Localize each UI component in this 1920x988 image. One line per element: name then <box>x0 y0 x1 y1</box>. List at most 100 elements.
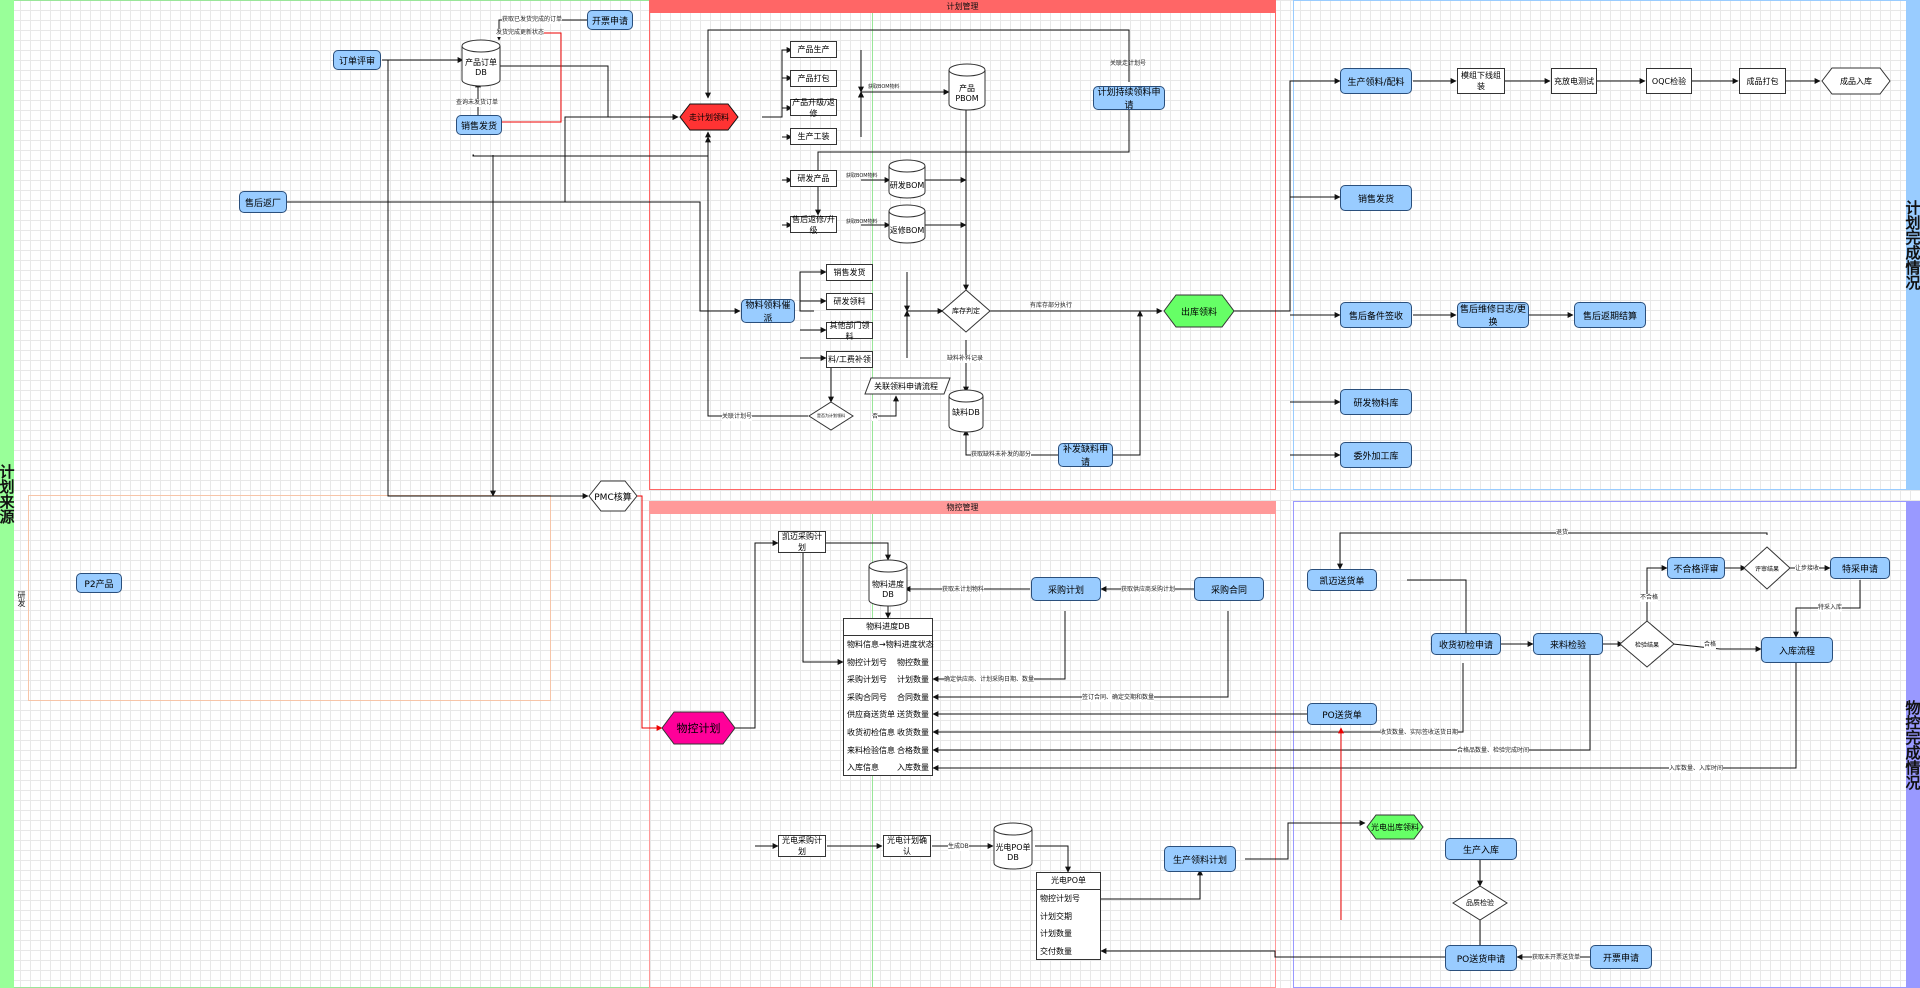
material-progress-qty: 物控数量 <box>897 657 929 667</box>
special-apply-button[interactable]: 特采申请 <box>1830 557 1890 579</box>
material-progress-db-line1: 物料进度 <box>872 580 904 589</box>
material-progress-field: 入库信息 <box>847 763 879 773</box>
dev-store-button[interactable]: 研发物料库 <box>1340 389 1412 415</box>
material-progress-field: 采购合同号 <box>847 692 887 702</box>
material-plan-shape[interactable]: 物控计划 <box>676 722 721 735</box>
ql-purchase-box[interactable]: 凯迈采购计划 <box>778 531 826 553</box>
pick-dispatch-button[interactable]: 物料领料催派 <box>741 299 795 324</box>
pmc-calc-shape[interactable]: PMC核算 <box>594 492 632 503</box>
dev-product-box[interactable]: 研发产品 <box>790 170 837 187</box>
outsource-button[interactable]: 委外加工库 <box>1340 442 1412 468</box>
label-gen-db: 生成DB <box>948 843 969 851</box>
lane-dev <box>28 495 551 701</box>
sales-ship-left-button[interactable]: 销售发货 <box>456 115 502 135</box>
material-progress-qty: 计划数量 <box>897 675 929 685</box>
issue-pick-shape[interactable]: 出库领料 <box>1180 307 1217 318</box>
after-sales-return-button[interactable]: 售后返厂 <box>239 191 287 213</box>
material-progress-field: 来料检验信息 <box>847 745 895 755</box>
labor-supp-box[interactable]: 料/工费补领 <box>826 351 873 368</box>
review-result-diamond: 评审结果 <box>1754 565 1779 573</box>
after-settle-button[interactable]: 售后返期结算 <box>1574 302 1646 328</box>
label-confirm-supplier: 确定供应商、计划采购日期、数量 <box>944 676 1035 684</box>
prod-make-box[interactable]: 产品生产 <box>790 41 837 58</box>
gd-out-shape[interactable]: 光电出库领料 <box>1371 822 1419 832</box>
purchase-contract-button[interactable]: 采购合同 <box>1194 577 1264 601</box>
lane-plan-source-title: 计划来源 <box>0 464 16 524</box>
material-progress-row: 供应商送货单送货数量 <box>844 706 932 724</box>
after-receive-button[interactable]: 售后备件签收 <box>1340 302 1412 328</box>
prod-upgrade-box[interactable]: 产品升级/返修 <box>790 98 837 118</box>
charge-test-box[interactable]: 充放电测试 <box>1551 68 1597 94</box>
material-progress-row: 物控计划号物控数量 <box>844 654 932 672</box>
ql-delivery-button[interactable]: 凯迈送货单 <box>1307 569 1377 591</box>
sales-ship-right-button[interactable]: 销售发货 <box>1340 185 1412 211</box>
gd-po-row: 物控计划号 <box>1040 894 1080 903</box>
link-flow-parallelogram[interactable]: 关联领料申请流程 <box>874 381 938 391</box>
po-delivery-left-button[interactable]: PO送货单 <box>1307 703 1377 725</box>
gd-po-db-line2: DB <box>1007 853 1019 862</box>
label-bom-c: 获取BOM物料 <box>846 219 878 225</box>
label-shortage-note: 缺料补料记录 <box>947 355 984 363</box>
stock-judge-diamond: 库存判定 <box>952 307 980 315</box>
after-upgrade-box[interactable]: 售后返修/升级 <box>790 215 837 235</box>
order-db-line2: DB <box>475 68 487 77</box>
plan-material-req-button[interactable]: 计划持续领料申请 <box>1093 86 1165 111</box>
prod-pack-box[interactable]: 产品打包 <box>790 70 837 87</box>
sales-ship-mid-box[interactable]: 销售发货 <box>826 264 873 281</box>
label-query-unshipped: 查询未发货订单 <box>456 99 499 107</box>
gd-purchase-box[interactable]: 光电采购计划 <box>778 835 826 857</box>
label-special-in: 特采入库 <box>1818 604 1843 612</box>
p2-product-button[interactable]: P2产品 <box>76 573 122 593</box>
purchase-plan-button[interactable]: 采购计划 <box>1031 577 1101 601</box>
line-assembly-box[interactable]: 模组下线组装 <box>1457 68 1505 94</box>
material-progress-field: 采购计划号 <box>847 675 887 685</box>
label-link-plan-top: 关联走计划号 <box>1110 60 1147 67</box>
incoming-inspect-button[interactable]: 来料检验 <box>1533 633 1603 655</box>
material-progress-row: 入库信息入库数量 <box>844 759 932 777</box>
prod-labor-box[interactable]: 生产工装 <box>790 128 837 145</box>
po-delivery-right-button[interactable]: PO送货申请 <box>1445 945 1517 971</box>
receive-apply-button[interactable]: 收货初检申请 <box>1431 633 1501 655</box>
prod-pick-button[interactable]: 生产领料/配料 <box>1340 68 1412 94</box>
gd-po-row: 计划数量 <box>1040 929 1072 939</box>
material-progress-qty: 收货数量 <box>897 727 929 737</box>
finished-in-shape[interactable]: 成品入库 <box>1840 76 1872 86</box>
after-repair-button[interactable]: 售后维修日志/更换 <box>1457 302 1529 328</box>
gd-po-row: 交付数量 <box>1040 946 1072 956</box>
order-db-line1: 产品订单 <box>465 58 497 67</box>
invoice-apply-button-bottom[interactable]: 开票申请 <box>1590 945 1652 969</box>
gd-confirm-box[interactable]: 光电计划确认 <box>883 835 931 857</box>
product-pbom-line1: 产品 <box>959 84 975 93</box>
oqc-box[interactable]: OQC检验 <box>1646 68 1692 94</box>
invoice-apply-button-top[interactable]: 开票申请 <box>587 10 633 30</box>
go-pick-shape <box>679 103 739 131</box>
label-get-shipped: 获取已发货完成的订单 <box>502 16 563 24</box>
go-pick-label[interactable]: 走计划领料 <box>689 112 729 122</box>
in-stock-button[interactable]: 入库流程 <box>1761 637 1833 663</box>
other-pick-box[interactable]: 其他部门领料 <box>826 321 873 341</box>
material-progress-db-line2: DB <box>882 590 894 599</box>
finish-pack-box[interactable]: 成品打包 <box>1739 68 1786 94</box>
quality-check-diamond: 品质检验 <box>1466 899 1494 907</box>
gd-po-db-line1: 光电PO单 <box>995 843 1031 852</box>
label-no: 否 <box>872 413 879 421</box>
reject-review-button[interactable]: 不合格评审 <box>1667 557 1725 579</box>
label-recv-qty: 收货数量、实际签收送货日期 <box>1380 729 1459 737</box>
label-link-plan-bottom: 关联计划号 <box>722 413 753 421</box>
dev-pick-box[interactable]: 研发领料 <box>826 293 873 310</box>
material-progress-table: 物料进度DB 物料信息→物料进度状态物控计划号物控数量采购计划号计划数量采购合同… <box>843 618 934 777</box>
gd-po-table: 光电PO单 物控计划号计划交期计划数量交付数量 <box>1036 872 1101 960</box>
label-get-invoice: 获取未开票送货单 <box>1532 954 1581 962</box>
order-review-button[interactable]: 订单评审 <box>333 50 381 70</box>
inspect-result-diamond: 检验结果 <box>1634 641 1659 649</box>
supp-apply-button[interactable]: 补发缺料申请 <box>1058 443 1113 468</box>
is-linked-diamond: 是否为计划领料 <box>817 413 845 418</box>
material-progress-field: 收货初检信息 <box>847 727 895 737</box>
prod-in-button[interactable]: 生产入库 <box>1445 838 1517 860</box>
prod-pick-plan-button[interactable]: 生产领料计划 <box>1164 846 1236 872</box>
